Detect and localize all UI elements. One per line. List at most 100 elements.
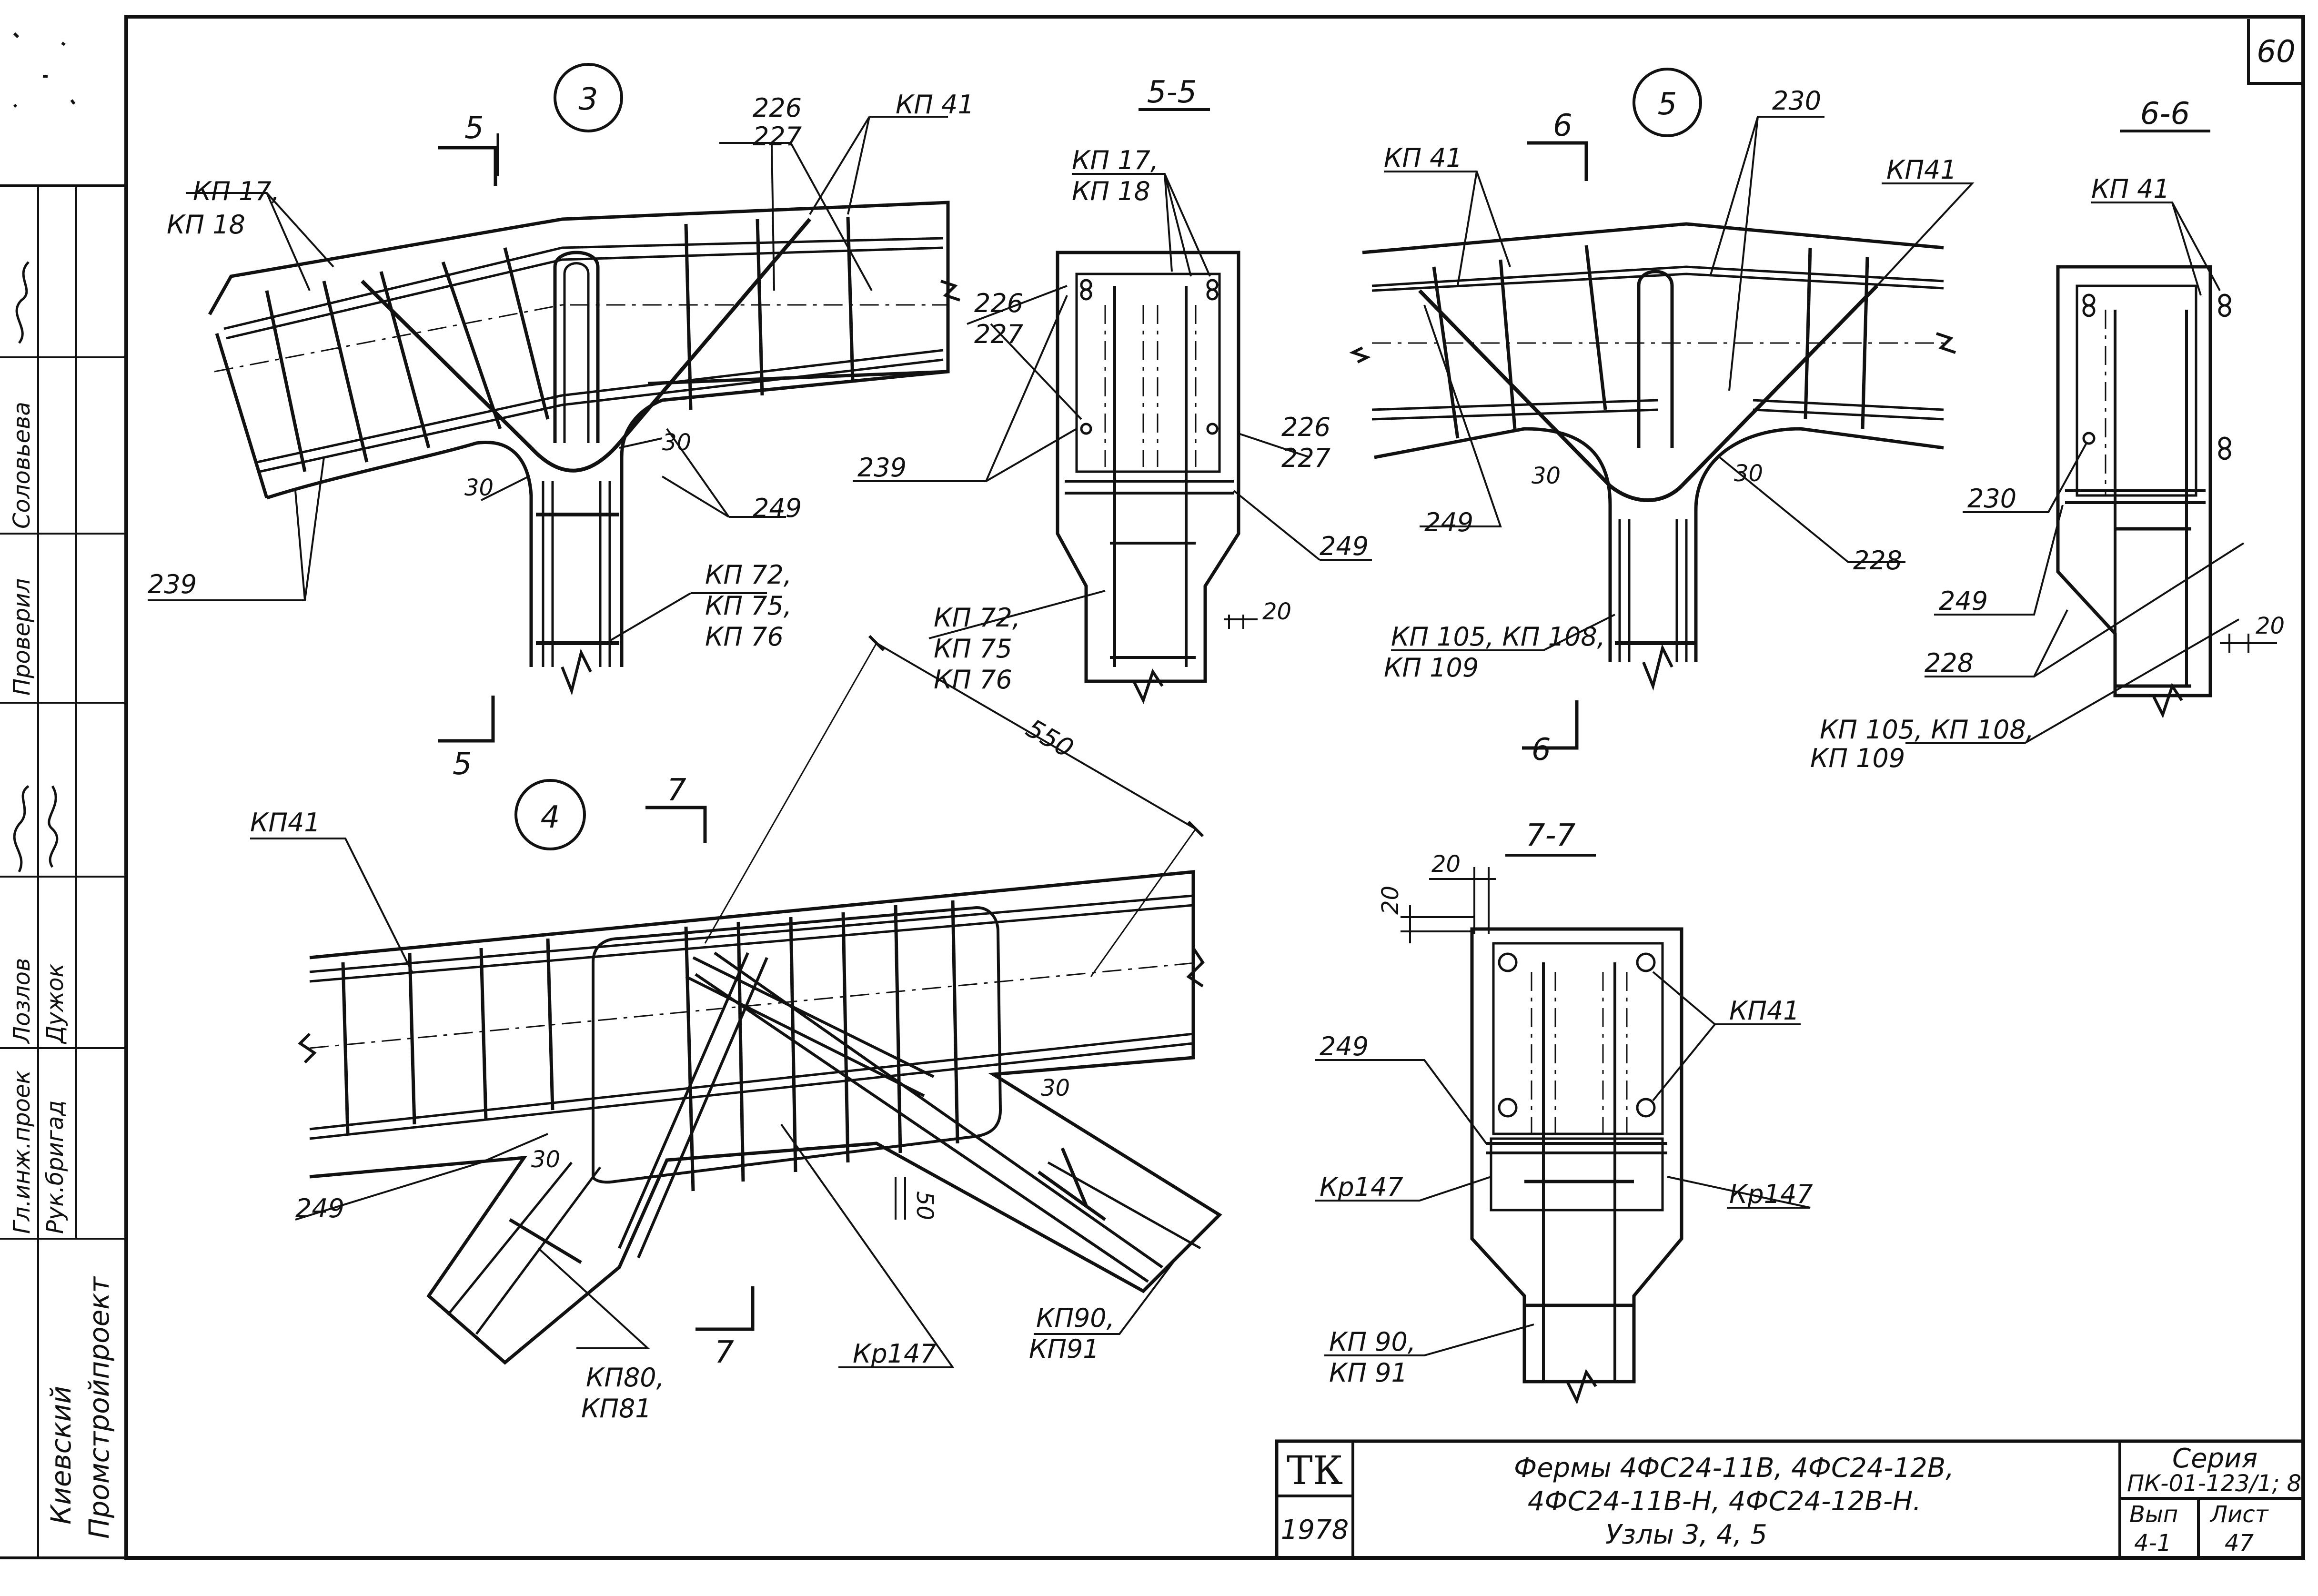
- section-5-5-label-kp72: КП 72,: [934, 603, 1020, 633]
- node-5-label-kp41a: КП 41: [1384, 143, 1462, 173]
- node-4-labels: 4 7 7 550 КП41 249 30 30 50 КП80, КП81 К…: [250, 713, 1115, 1424]
- section-5-5-label-kp18: КП 18: [1072, 176, 1150, 206]
- node-5-cut-top: 6: [1553, 108, 1572, 143]
- node-3: [148, 63, 960, 743]
- node-3-dim-30b: 30: [662, 429, 691, 456]
- name-team-lead: Дужок: [42, 963, 69, 1044]
- node-5-label-230: 230: [1772, 86, 1821, 116]
- section-5-5-labels: 5-5 КП 17, КП 18 226 227 226 227 239 249…: [857, 75, 1369, 695]
- node-3-cut-top: 5: [464, 111, 484, 146]
- node-5-dim-30a: 30: [1532, 463, 1561, 489]
- left-stamp: Киевский Промстройпроект Гл.инж.проек Ру…: [9, 32, 115, 1539]
- section-7-7-label-kr147b: Кр147: [1729, 1179, 1813, 1209]
- node-4-label-kr147: Кр147: [853, 1339, 937, 1369]
- section-7-7-labels: 7-7 20 20 КП41 249 Кр147 Кр147 КП 90, КП…: [1320, 818, 1813, 1388]
- section-5-5: [853, 108, 1372, 704]
- node-5-label-kp105: КП 105, КП 108,: [1391, 622, 1605, 652]
- series-label: Серия: [2172, 1443, 2258, 1474]
- drawing-year: 1978: [1281, 1515, 1349, 1545]
- section-6-6-label-230: 230: [1967, 484, 2016, 514]
- node-3-labels: 3 5 5 КП 17, КП 18 226 227 КП 41 239 249…: [148, 82, 974, 782]
- section-6-6-label-249: 249: [1939, 586, 1988, 616]
- title-block-text: ТК 1978 Фермы 4ФС24-11В, 4ФС24-12В, 4ФС2…: [1281, 1443, 2301, 1556]
- drawing-title-line-2: 4ФС24-11В-Н, 4ФС24-12В-Н.: [1528, 1486, 1921, 1517]
- node-3-label-239: 239: [148, 569, 197, 599]
- node-3-label-227: 227: [753, 121, 802, 152]
- section-7-7-label-kp90: КП 90,: [1329, 1327, 1416, 1357]
- issue-value: 4-1: [2134, 1530, 2171, 1556]
- section-7-7: [1315, 854, 1811, 1404]
- section-5-5-label-kp17: КП 17,: [1072, 145, 1159, 175]
- section-7-7-title: 7-7: [1526, 818, 1576, 853]
- sheet-value: 47: [2225, 1530, 2254, 1556]
- node-3-label-kp72: КП 72,: [705, 560, 792, 590]
- section-6-6-label-228: 228: [1925, 648, 1974, 678]
- section-7-7-dim-20b: 20: [1377, 886, 1404, 915]
- section-5-5-label-249: 249: [1320, 531, 1369, 561]
- node-3-label-226: 226: [753, 93, 802, 123]
- name-checked: Соловьева: [9, 402, 35, 529]
- section-7-7-label-kp41: КП41: [1729, 996, 1800, 1026]
- section-5-5-label-227b: 227: [1281, 443, 1330, 473]
- node-4-label-kp81: КП81: [581, 1394, 652, 1424]
- node-5-label-228: 228: [1853, 545, 1902, 576]
- node-5-label-kp109: КП 109: [1384, 653, 1479, 683]
- sheet-label: Лист: [2209, 1501, 2269, 1528]
- node-4-dim-30b: 30: [1041, 1075, 1070, 1101]
- role-chief-engineer: Гл.инж.проек: [9, 1070, 35, 1234]
- section-5-5-dim-20: 20: [1262, 598, 1291, 625]
- node-4-cut-bottom: 7: [715, 1335, 734, 1370]
- signature-2: [15, 261, 30, 344]
- node-4-mark: 4: [541, 800, 560, 835]
- node-3-label-249: 249: [753, 493, 802, 523]
- org-name-2: Промстройпроект: [83, 1276, 115, 1539]
- node-4-label-kp41: КП41: [250, 808, 321, 838]
- section-6-6-label-kp41: КП 41: [2091, 174, 2170, 204]
- node-4-label-kp90: КП90,: [1036, 1303, 1115, 1333]
- drawing-title-line-1: Фермы 4ФС24-11В, 4ФС24-12В,: [1514, 1453, 1954, 1484]
- node-3-label-kp17: КП 17,: [193, 176, 280, 206]
- node-4-label-249: 249: [295, 1193, 344, 1223]
- node-5-label-kp41b: КП41: [1886, 155, 1957, 185]
- role-team-lead: Рук.бригад: [42, 1100, 69, 1234]
- node-4: [250, 635, 1222, 1368]
- section-6-6-title: 6-6: [2140, 96, 2190, 131]
- section-6-6-dim-20: 20: [2256, 613, 2285, 639]
- node-5-cut-bottom: 6: [1532, 732, 1551, 768]
- node-4-dim-30a: 30: [531, 1146, 560, 1173]
- node-3-label-kp76: КП 76: [705, 622, 784, 652]
- org-name: Киевский: [45, 1386, 77, 1525]
- node-3-label-kp75: КП 75,: [705, 591, 792, 621]
- series-value: ПК-01-123/1; 8: [2127, 1470, 2301, 1497]
- section-5-5-label-226a: 226: [974, 288, 1023, 318]
- section-7-7-label-249: 249: [1320, 1031, 1369, 1061]
- section-5-5-label-239: 239: [857, 453, 907, 483]
- node-3-label-kp18: КП 18: [167, 210, 245, 240]
- section-7-7-label-kr147a: Кр147: [1320, 1172, 1403, 1202]
- signature-1: [13, 785, 59, 873]
- section-7-7-dim-20a: 20: [1431, 851, 1461, 878]
- section-6-6-label-kp105: КП 105, КП 108,: [1820, 715, 2034, 745]
- node-4-label-kp80: КП80,: [586, 1363, 665, 1393]
- section-7-7-label-kp91: КП 91: [1329, 1358, 1408, 1388]
- section-6-6: [1905, 130, 2277, 744]
- section-5-5-label-226b: 226: [1281, 412, 1330, 442]
- sheet-number: 60: [2257, 34, 2295, 70]
- section-6-6-labels: 6-6 КП 41 230 249 228 20 КП 105, КП 108,…: [1810, 96, 2285, 773]
- section-5-5-label-227a: 227: [974, 319, 1023, 349]
- node-4-dim-50: 50: [911, 1191, 938, 1220]
- node-5-label-249: 249: [1424, 507, 1473, 537]
- drawing-frame: [0, 15, 2305, 1560]
- tk-mark: ТК: [1287, 1448, 1343, 1494]
- node-5-labels: 5 6 6 КП 41 КП41 230 249 30 30 228 КП 10…: [1384, 86, 1957, 768]
- title-block: [1275, 1439, 2303, 1558]
- issue-label: Вып: [2129, 1501, 2178, 1528]
- node-5: [1349, 68, 1975, 750]
- node-3-dim-30a: 30: [464, 475, 494, 501]
- node-4-label-kp91: КП91: [1029, 1334, 1099, 1364]
- section-5-5-title: 5-5: [1147, 75, 1197, 110]
- margin-marks: [13, 32, 76, 108]
- section-5-5-label-kp76: КП 76: [934, 665, 1012, 695]
